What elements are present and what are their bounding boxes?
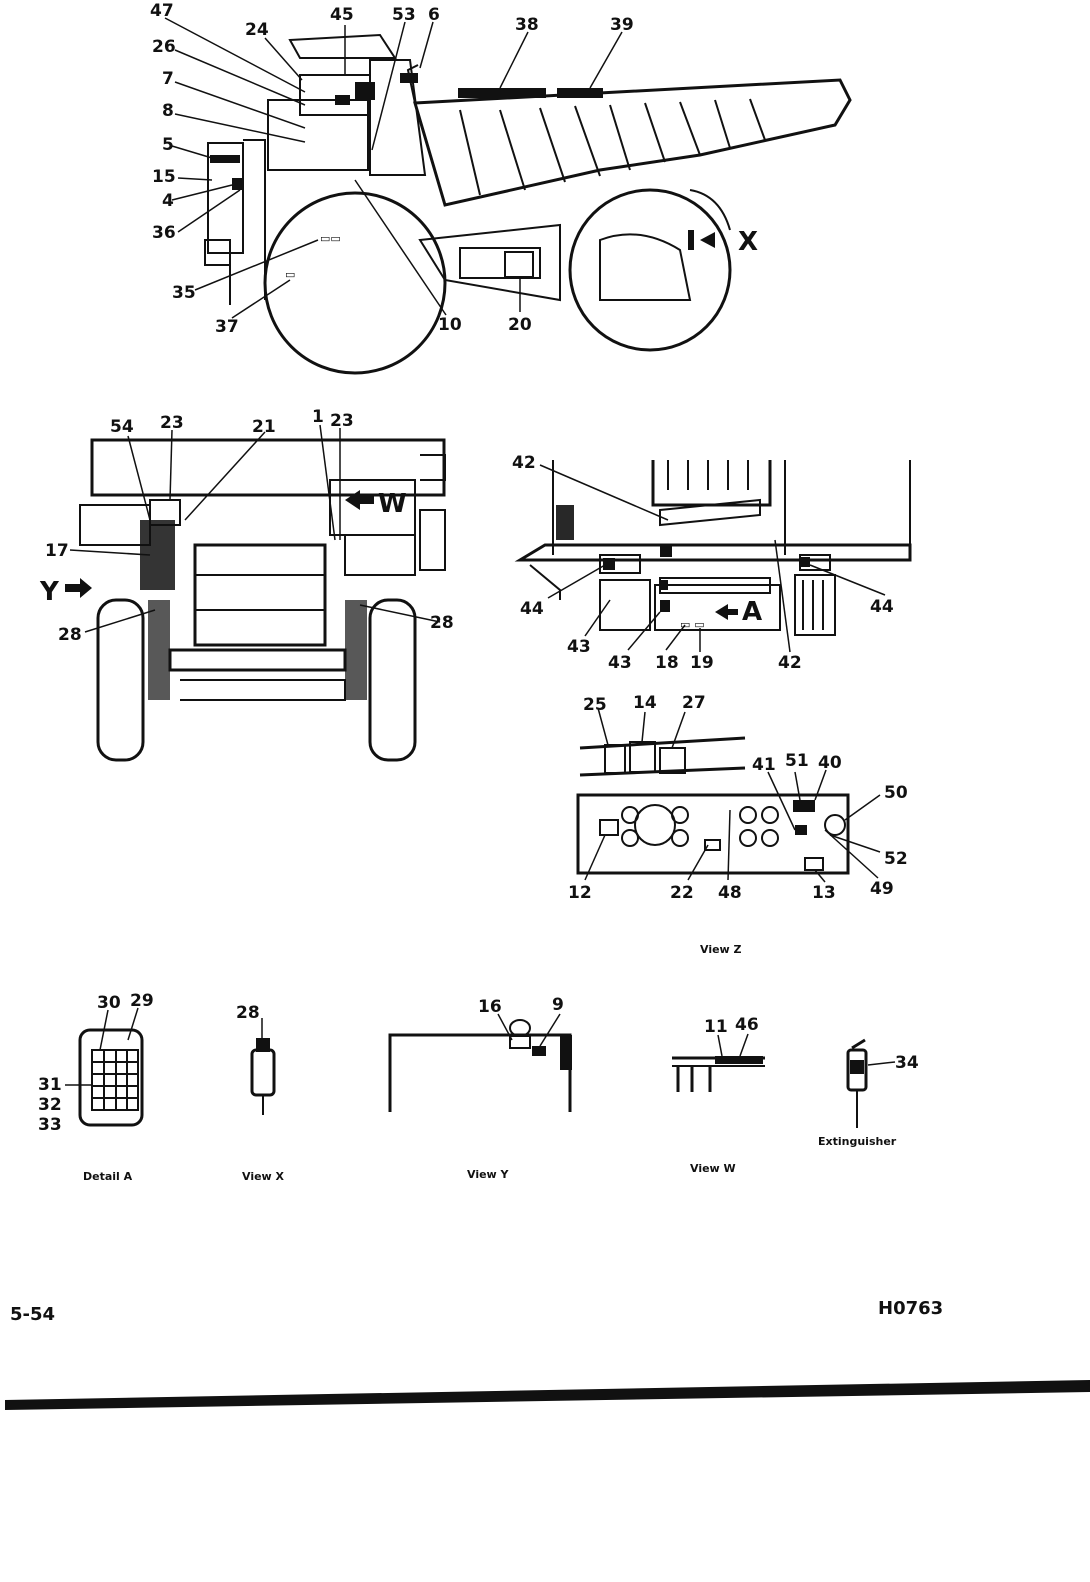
callout-label: 15 <box>152 167 176 187</box>
view-w-marker: W <box>378 489 407 519</box>
callout-label: 26 <box>152 37 176 57</box>
extinguisher-caption: Extinguisher <box>818 1135 897 1148</box>
callout-label: 23 <box>160 413 184 433</box>
callout-label: 11 <box>704 1017 728 1037</box>
callout-label: 42 <box>778 653 802 673</box>
view-x-caption: View X <box>242 1170 285 1183</box>
callout-label: 54 <box>110 417 134 437</box>
callout-label: 28 <box>58 625 82 645</box>
callout-label: 33 <box>38 1115 62 1135</box>
callout-label: 12 <box>568 883 592 903</box>
callout-label: 24 <box>245 20 269 40</box>
callout-label: 5 <box>162 135 174 155</box>
callout-label: 45 <box>330 5 354 25</box>
callout-label: 9 <box>552 995 564 1015</box>
callout-label: 48 <box>718 883 742 903</box>
front-view: W Y 54 23 21 1 23 17 28 28 <box>39 407 454 762</box>
callout-label: 35 <box>172 283 196 303</box>
callout-label: 4 <box>162 191 174 211</box>
callout-label: 38 <box>515 15 539 35</box>
callout-label: 22 <box>670 883 694 903</box>
callout-label: 43 <box>608 653 632 673</box>
callout-label: 31 <box>38 1075 62 1095</box>
view-z: 25 14 27 41 51 40 50 52 12 22 48 13 49 V… <box>568 693 908 956</box>
callout-label: 6 <box>428 5 440 25</box>
page-edge-bar <box>5 1380 1090 1410</box>
detail-a-caption: Detail A <box>83 1170 133 1183</box>
view-a-marker: A <box>742 597 762 627</box>
callout-label: 23 <box>330 411 354 431</box>
callout-label: 29 <box>130 991 154 1011</box>
callout-label: 8 <box>162 101 174 121</box>
callout-label: 41 <box>752 755 776 775</box>
callout-label: 25 <box>583 695 607 715</box>
callout-label: 46 <box>735 1015 759 1035</box>
view-z-caption: View Z <box>700 943 742 956</box>
callout-label: 44 <box>870 597 894 617</box>
callout-label: 52 <box>884 849 908 869</box>
callout-label: 10 <box>438 315 462 335</box>
callout-label: 36 <box>152 223 176 243</box>
callout-label: 34 <box>895 1053 919 1073</box>
view-w: 11 46 View W <box>672 1015 765 1175</box>
callout-label: 21 <box>252 417 276 437</box>
callout-label: 40 <box>818 753 842 773</box>
callout-label: 27 <box>682 693 706 713</box>
svg-text:▭: ▭ <box>285 268 295 281</box>
view-x-marker: X <box>738 227 758 257</box>
svg-text:▭▭: ▭▭ <box>320 232 341 245</box>
callout-label: 1 <box>312 407 324 427</box>
side-view: ▭▭ ▭ X 47 24 45 53 6 38 39 26 7 8 <box>150 1 852 375</box>
callout-label: 47 <box>150 1 174 21</box>
callout-label: 53 <box>392 5 416 25</box>
detail-a: 30 29 31 32 33 Detail A <box>38 991 154 1183</box>
callout-label: 7 <box>162 69 174 89</box>
callout-label: 37 <box>215 317 239 337</box>
drawing-code: H0763 <box>878 1298 943 1319</box>
callout-label: 39 <box>610 15 634 35</box>
extinguisher-detail: 34 Extinguisher <box>818 1038 919 1148</box>
view-y-caption: View Y <box>467 1168 510 1181</box>
callout-label: 51 <box>785 751 809 771</box>
callout-label: 44 <box>520 599 544 619</box>
view-w-caption: View W <box>690 1162 736 1175</box>
callout-label: 18 <box>655 653 679 673</box>
callout-label: 19 <box>690 653 714 673</box>
callout-label: 30 <box>97 993 121 1013</box>
page-number: 5-54 <box>10 1304 55 1325</box>
callout-label: 28 <box>430 613 454 633</box>
callout-label: 50 <box>884 783 908 803</box>
svg-text:▭ ▭: ▭ ▭ <box>680 618 705 631</box>
callout-label: 16 <box>478 997 502 1017</box>
callout-label: 14 <box>633 693 657 713</box>
callout-label: 20 <box>508 315 532 335</box>
callout-label: 42 <box>512 453 536 473</box>
callout-label: 49 <box>870 879 894 899</box>
callout-label: 13 <box>812 883 836 903</box>
callout-label: 43 <box>567 637 591 657</box>
callout-label: 17 <box>45 541 69 561</box>
view-y-marker: Y <box>39 577 60 607</box>
callout-label: 32 <box>38 1095 62 1115</box>
view-y: 16 9 View Y <box>388 995 572 1181</box>
view-x: 28 View X <box>236 1003 285 1183</box>
callout-label: 28 <box>236 1003 260 1023</box>
rear-view: ▭ ▭ A 42 44 44 43 43 18 19 42 <box>512 453 912 673</box>
